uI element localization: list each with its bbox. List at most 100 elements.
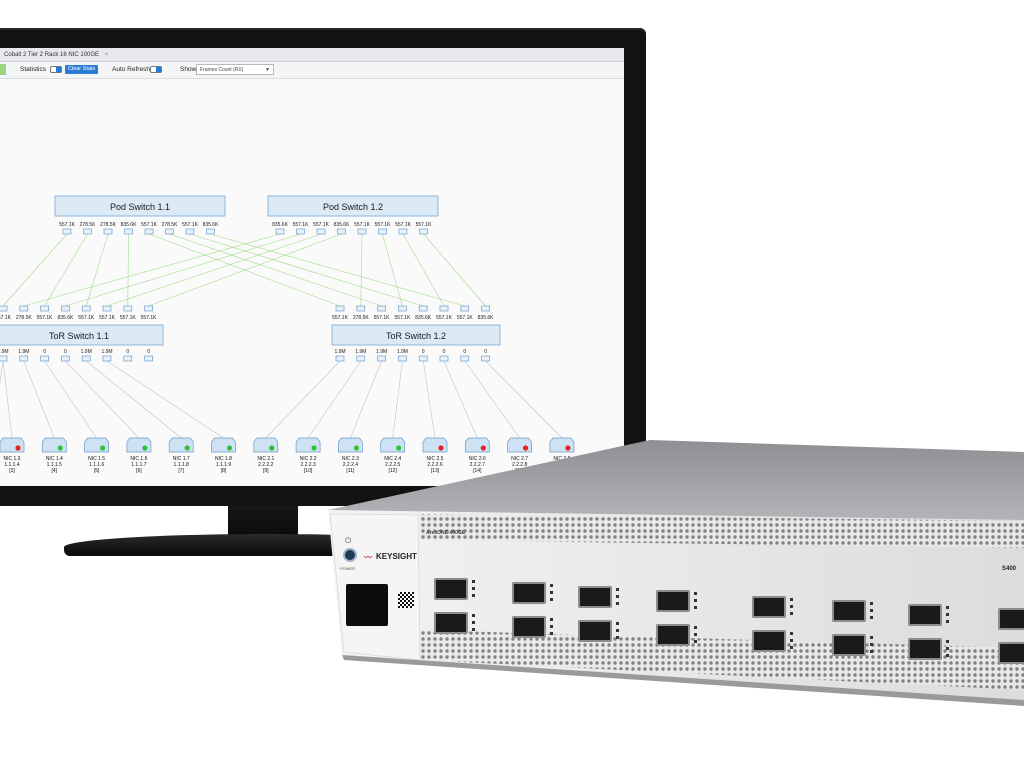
nic-node[interactable] — [168, 437, 194, 453]
switch-port[interactable] — [481, 355, 490, 362]
qsfp-port[interactable] — [998, 642, 1024, 664]
nic-node[interactable] — [507, 437, 532, 453]
switch-port[interactable] — [356, 305, 366, 312]
switch-port[interactable] — [356, 355, 366, 362]
switch-port[interactable] — [102, 305, 112, 312]
qsfp-port[interactable] — [832, 600, 866, 622]
switch-port[interactable] — [398, 228, 408, 235]
qsfp-port[interactable] — [434, 612, 468, 634]
nic-node[interactable] — [253, 437, 279, 453]
nic-node[interactable] — [380, 437, 406, 453]
pod-switch[interactable] — [267, 195, 439, 217]
show-select[interactable]: Frames Count (RX) ▼ — [196, 64, 274, 75]
nic-icon[interactable] — [168, 437, 194, 453]
switch-port[interactable] — [19, 355, 29, 362]
nic-icon[interactable] — [126, 437, 152, 453]
switch-port[interactable] — [40, 355, 49, 362]
nic-node[interactable] — [84, 437, 109, 453]
switch-port[interactable] — [398, 305, 407, 312]
nic-icon[interactable] — [338, 437, 363, 453]
close-tab-icon[interactable]: × — [104, 52, 109, 58]
tab-title[interactable]: Cobalt 2 Tier 2 Rack 16 NIC 100GE — [4, 52, 100, 58]
nic-icon[interactable] — [253, 437, 279, 453]
switch-port[interactable] — [377, 355, 386, 362]
switch-port[interactable] — [439, 305, 449, 312]
switch-port[interactable] — [419, 228, 428, 235]
switch-port[interactable] — [296, 228, 305, 235]
switch-port[interactable] — [103, 228, 113, 235]
qsfp-port[interactable] — [656, 624, 690, 646]
nic-icon[interactable] — [211, 437, 236, 453]
switch-port[interactable] — [335, 355, 345, 362]
nic-node[interactable] — [464, 437, 490, 453]
nic-icon[interactable] — [507, 437, 532, 453]
nic-node[interactable] — [338, 437, 363, 453]
switch-port[interactable] — [398, 355, 407, 362]
qsfp-port[interactable] — [832, 634, 866, 656]
nic-icon[interactable] — [549, 437, 575, 453]
switch-port[interactable] — [316, 228, 326, 235]
switch-port[interactable] — [275, 228, 285, 235]
switch-port[interactable] — [335, 305, 345, 312]
tor-switch-box[interactable] — [0, 324, 164, 346]
nic-node[interactable] — [295, 437, 321, 453]
nic-icon[interactable] — [380, 437, 406, 453]
switch-port[interactable] — [418, 305, 428, 312]
qsfp-port[interactable] — [998, 608, 1024, 630]
switch-port[interactable] — [61, 355, 70, 362]
qsfp-port[interactable] — [578, 620, 612, 642]
switch-port[interactable] — [460, 355, 470, 362]
nic-icon[interactable] — [464, 437, 490, 453]
pod-switch-box[interactable] — [54, 195, 226, 217]
switch-port[interactable] — [81, 305, 91, 312]
switch-port[interactable] — [62, 228, 72, 235]
qsfp-port[interactable] — [908, 604, 942, 626]
qsfp-port[interactable] — [512, 616, 546, 638]
qsfp-port[interactable] — [512, 582, 546, 604]
switch-port[interactable] — [144, 355, 153, 362]
switch-port[interactable] — [206, 228, 215, 235]
nic-icon[interactable] — [41, 437, 67, 453]
switch-port[interactable] — [377, 305, 386, 312]
nic-node[interactable] — [41, 437, 67, 453]
auto-refresh-toggle[interactable] — [150, 66, 162, 73]
nic-node[interactable] — [126, 437, 152, 453]
switch-port[interactable] — [481, 305, 490, 312]
statistics-toggle[interactable] — [50, 66, 62, 73]
nic-icon[interactable] — [295, 437, 321, 453]
switch-port[interactable] — [102, 355, 112, 362]
switch-port[interactable] — [357, 228, 367, 235]
switch-port[interactable] — [61, 305, 70, 312]
switch-port[interactable] — [81, 355, 91, 362]
qsfp-port[interactable] — [908, 638, 942, 660]
switch-port[interactable] — [144, 305, 153, 312]
qsfp-port[interactable] — [656, 590, 690, 612]
switch-port[interactable] — [378, 228, 387, 235]
tor-switch-box[interactable] — [331, 324, 501, 346]
switch-port[interactable] — [337, 228, 346, 235]
qsfp-port[interactable] — [434, 578, 468, 600]
switch-port[interactable] — [19, 305, 29, 312]
switch-port[interactable] — [144, 228, 154, 235]
nic-node[interactable] — [549, 437, 575, 453]
nic-icon[interactable] — [84, 437, 109, 453]
pod-switch[interactable] — [54, 195, 226, 217]
switch-port[interactable] — [83, 228, 92, 235]
switch-port[interactable] — [165, 228, 174, 235]
qsfp-port[interactable] — [578, 586, 612, 608]
switch-port[interactable] — [460, 305, 470, 312]
pod-switch-box[interactable] — [267, 195, 439, 217]
switch-port[interactable] — [0, 355, 8, 362]
switch-port[interactable] — [123, 305, 133, 312]
qsfp-port[interactable] — [752, 596, 786, 618]
switch-port[interactable] — [123, 355, 133, 362]
switch-port[interactable] — [439, 355, 449, 362]
nic-node[interactable] — [211, 437, 236, 453]
qsfp-port[interactable] — [752, 630, 786, 652]
switch-port[interactable] — [185, 228, 195, 235]
switch-port[interactable] — [0, 305, 8, 312]
switch-port[interactable] — [418, 355, 428, 362]
start-button[interactable] — [0, 64, 6, 75]
nic-node[interactable] — [0, 437, 25, 453]
nic-icon[interactable] — [422, 437, 448, 453]
